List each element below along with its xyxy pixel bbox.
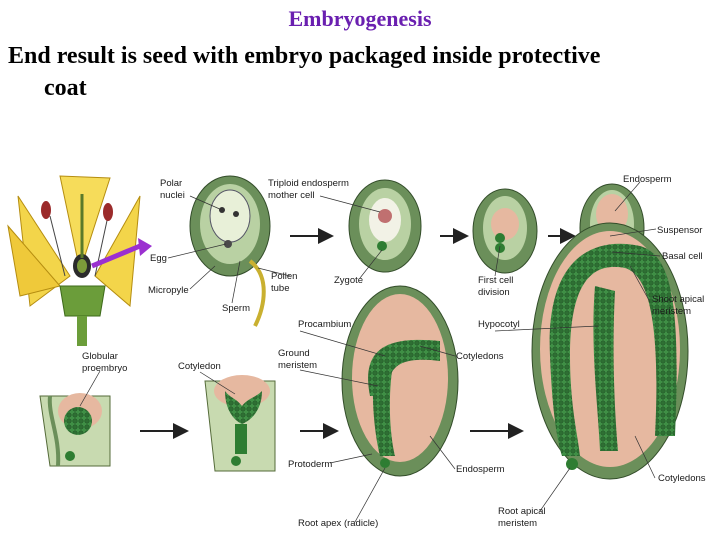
embryogenesis-figure: Polar nuclei Triploid endosperm mother c… — [0, 166, 720, 540]
label-endosperm-top: Endosperm — [623, 174, 672, 185]
mature-seed — [531, 222, 689, 480]
label-sperm: Sperm — [222, 303, 250, 314]
developing-seed — [341, 285, 459, 477]
label-globular-1: Globular — [82, 351, 118, 362]
label-root-apical-1: Root apical — [498, 506, 546, 517]
subtitle-line-1: End result is seed with embryo packaged … — [8, 43, 601, 69]
label-pollen-tube-2: tube — [271, 283, 290, 294]
label-ground-1: Ground — [278, 348, 310, 359]
label-triploid-2: mother cell — [268, 190, 314, 201]
label-triploid-1: Triploid endosperm — [268, 178, 349, 189]
label-cotyledons-bottom: Cotyledons — [658, 473, 706, 484]
ovule-first-division — [472, 188, 538, 274]
label-pollen-tube-1: Pollen — [271, 271, 297, 282]
label-globular-2: proembryo — [82, 363, 127, 374]
label-polar-nuclei-2: nuclei — [160, 190, 185, 201]
label-endosperm-bottom: Endosperm — [456, 464, 505, 475]
label-polar-nuclei-1: Polar — [160, 178, 182, 189]
flower-illustration — [7, 175, 141, 346]
label-zygote: Zygote — [334, 275, 363, 286]
ovule-zygote — [348, 179, 422, 273]
slide-subtitle: End result is seed with embryo packaged … — [8, 40, 708, 104]
cotyledon-embryo — [204, 375, 276, 472]
label-micropyle: Micropyle — [148, 285, 189, 296]
label-suspensor: Suspensor — [657, 225, 702, 236]
label-ground-2: meristem — [278, 360, 317, 371]
label-procambium: Procambium — [298, 319, 351, 330]
label-cotyledon: Cotyledon — [178, 361, 221, 372]
label-root-apical-2: meristem — [498, 518, 537, 529]
label-egg: Egg — [150, 253, 167, 264]
label-first-cell-2: division — [478, 287, 510, 298]
flower-arrow-head — [138, 238, 152, 256]
label-root-apex: Root apex (radicle) — [298, 518, 378, 529]
label-shoot-apical-2: meristem — [652, 306, 691, 317]
flower-arrow — [91, 243, 141, 269]
label-shoot-apical-1: Shoot apical — [652, 294, 704, 305]
figure-labels: Polar nuclei Triploid endosperm mother c… — [82, 174, 706, 529]
leader-lines — [79, 181, 661, 523]
globular-embryo — [39, 393, 111, 467]
label-hypocotyl: Hypocotyl — [478, 319, 520, 330]
label-protoderm: Protoderm — [288, 459, 332, 470]
ovule-fertilization — [189, 175, 271, 327]
label-cotyledons: Cotyledons — [456, 351, 504, 362]
subtitle-line-2: coat — [44, 75, 87, 101]
label-basal-cell: Basal cell — [662, 251, 703, 262]
label-first-cell-1: First cell — [478, 275, 513, 286]
embryogenesis-diagram: Polar nuclei Triploid endosperm mother c… — [7, 174, 706, 529]
slide-title: Embryogenesis — [288, 6, 432, 31]
